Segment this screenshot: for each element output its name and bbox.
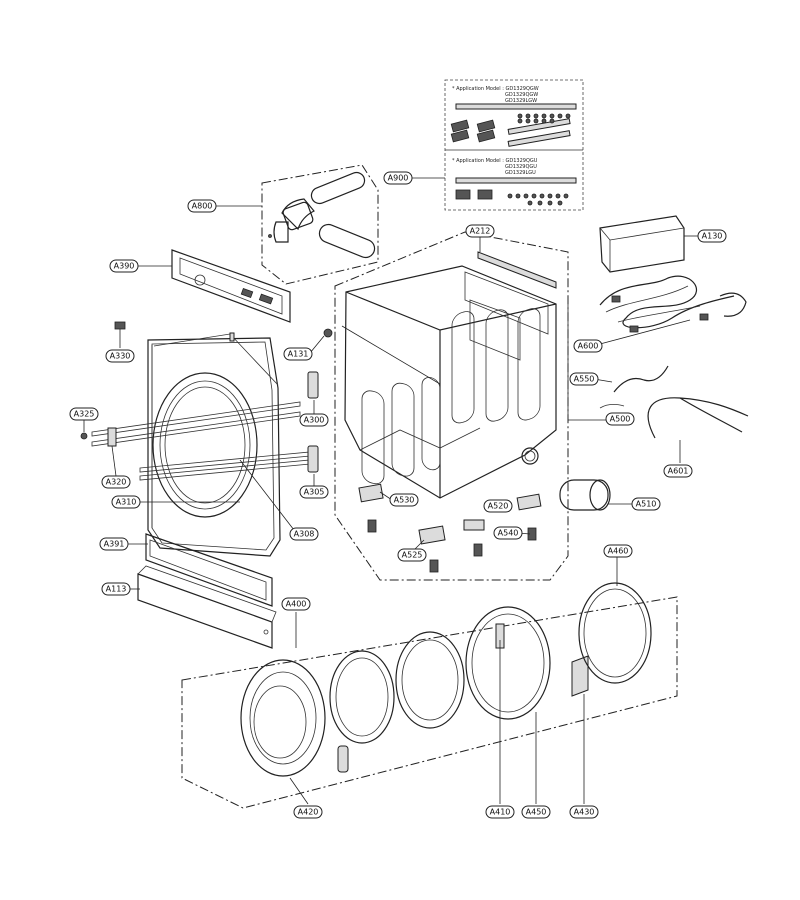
cord-assembly [613, 365, 669, 393]
svg-text:A550: A550 [574, 375, 595, 384]
inset-top-model-line1: * Application Model : GD1329QGW [452, 86, 539, 92]
svg-text:A800: A800 [192, 202, 213, 211]
label-A330: A330 [105, 349, 135, 363]
label-A450: A450 [521, 805, 551, 819]
cabinet-assembly [344, 251, 557, 499]
svg-text:A310: A310 [116, 498, 137, 507]
svg-text:A450: A450 [526, 808, 547, 817]
svg-text:A325: A325 [74, 410, 95, 419]
label-A410: A410 [485, 805, 515, 819]
svg-text:A430: A430 [574, 808, 595, 817]
door-gasket [329, 650, 395, 744]
svg-text:A420: A420 [298, 808, 319, 817]
inset-bottom-model-line1: * Application Model : GD1329QGU [452, 158, 538, 164]
door-hinge-brackets [307, 371, 319, 473]
label-A400: A400 [281, 597, 311, 611]
svg-text:A520: A520 [488, 502, 509, 511]
lower-bracket [145, 533, 273, 607]
label-A390: A390 [109, 259, 139, 273]
inset-bottom-model-line2: GD1329QGU [505, 164, 537, 170]
leveling-feet [358, 483, 542, 573]
inset-top-model-line2: GD1329QGW [505, 92, 538, 98]
svg-text:A130: A130 [702, 232, 723, 241]
label-A212: A212 [465, 224, 495, 238]
control-cover-box [599, 215, 685, 273]
front-panel [147, 332, 281, 557]
cabinet-fitting [323, 328, 333, 338]
label-A305: A305 [299, 485, 329, 499]
svg-text:A510: A510 [636, 500, 657, 509]
inset-bottom-model-line3: GD1329LGU [505, 170, 536, 176]
label-A308: A308 [289, 527, 319, 541]
svg-text:A540: A540 [498, 529, 519, 538]
svg-text:A525: A525 [402, 551, 423, 560]
svg-text:A530: A530 [394, 496, 415, 505]
svg-text:A400: A400 [286, 600, 307, 609]
svg-text:A500: A500 [610, 415, 631, 424]
label-A600: A600 [573, 339, 603, 353]
exhaust-duct-kit [268, 171, 376, 259]
door-cover-ring [578, 582, 652, 684]
door-outer-ring [240, 659, 326, 777]
label-A113: A113 [101, 582, 131, 596]
wire-harness [599, 275, 747, 333]
svg-text:A305: A305 [304, 488, 325, 497]
door-group-outline [181, 596, 678, 809]
leader-lines [83, 177, 698, 805]
svg-text:A600: A600 [578, 342, 599, 351]
power-cord [647, 397, 749, 439]
svg-text:A212: A212 [470, 227, 491, 236]
svg-text:A300: A300 [304, 416, 325, 425]
label-A800: A800 [187, 199, 217, 213]
svg-text:A320: A320 [106, 478, 127, 487]
svg-text:A391: A391 [104, 540, 125, 549]
label-A391: A391 [99, 537, 129, 551]
label-A325: A325 [69, 407, 99, 421]
label-A500: A500 [605, 412, 635, 426]
label-A430: A430 [569, 805, 599, 819]
label-A525: A525 [397, 548, 427, 562]
svg-text:A900: A900 [388, 174, 409, 183]
label-A530: A530 [389, 493, 419, 507]
svg-text:A410: A410 [490, 808, 511, 817]
ground-wire [599, 404, 625, 409]
label-A320: A320 [101, 475, 131, 489]
door-inner-frame [465, 606, 551, 720]
svg-text:A308: A308 [294, 530, 315, 539]
label-A310: A310 [111, 495, 141, 509]
label-A520: A520 [483, 499, 513, 513]
svg-text:A330: A330 [110, 352, 131, 361]
exhaust-outlet-duct [559, 479, 611, 511]
label-A131: A131 [283, 347, 313, 361]
label-A420: A420 [293, 805, 323, 819]
label-A900: A900 [383, 171, 413, 185]
door-handle [337, 745, 349, 773]
installation-kit-inset: * Application Model : GD1329QGW GD1329QG… [444, 79, 584, 211]
label-A510: A510 [631, 497, 661, 511]
svg-text:A460: A460 [608, 547, 629, 556]
duct-kit-outline [261, 164, 379, 285]
door-glass [395, 631, 465, 729]
label-A550: A550 [569, 372, 599, 386]
label-A300: A300 [299, 413, 329, 427]
svg-text:A390: A390 [114, 262, 135, 271]
latch-clip [114, 321, 126, 330]
control-panel-bracket [171, 249, 291, 323]
label-A460: A460 [603, 544, 633, 558]
label-A130: A130 [697, 229, 727, 243]
label-A540: A540 [493, 526, 523, 540]
svg-text:A601: A601 [668, 467, 689, 476]
svg-text:A131: A131 [288, 350, 309, 359]
svg-text:A113: A113 [106, 585, 127, 594]
inset-top-model-line3: GD1329LGW [505, 98, 537, 104]
door-hinge [571, 655, 589, 697]
kick-panel [137, 565, 277, 649]
label-A601: A601 [663, 464, 693, 478]
